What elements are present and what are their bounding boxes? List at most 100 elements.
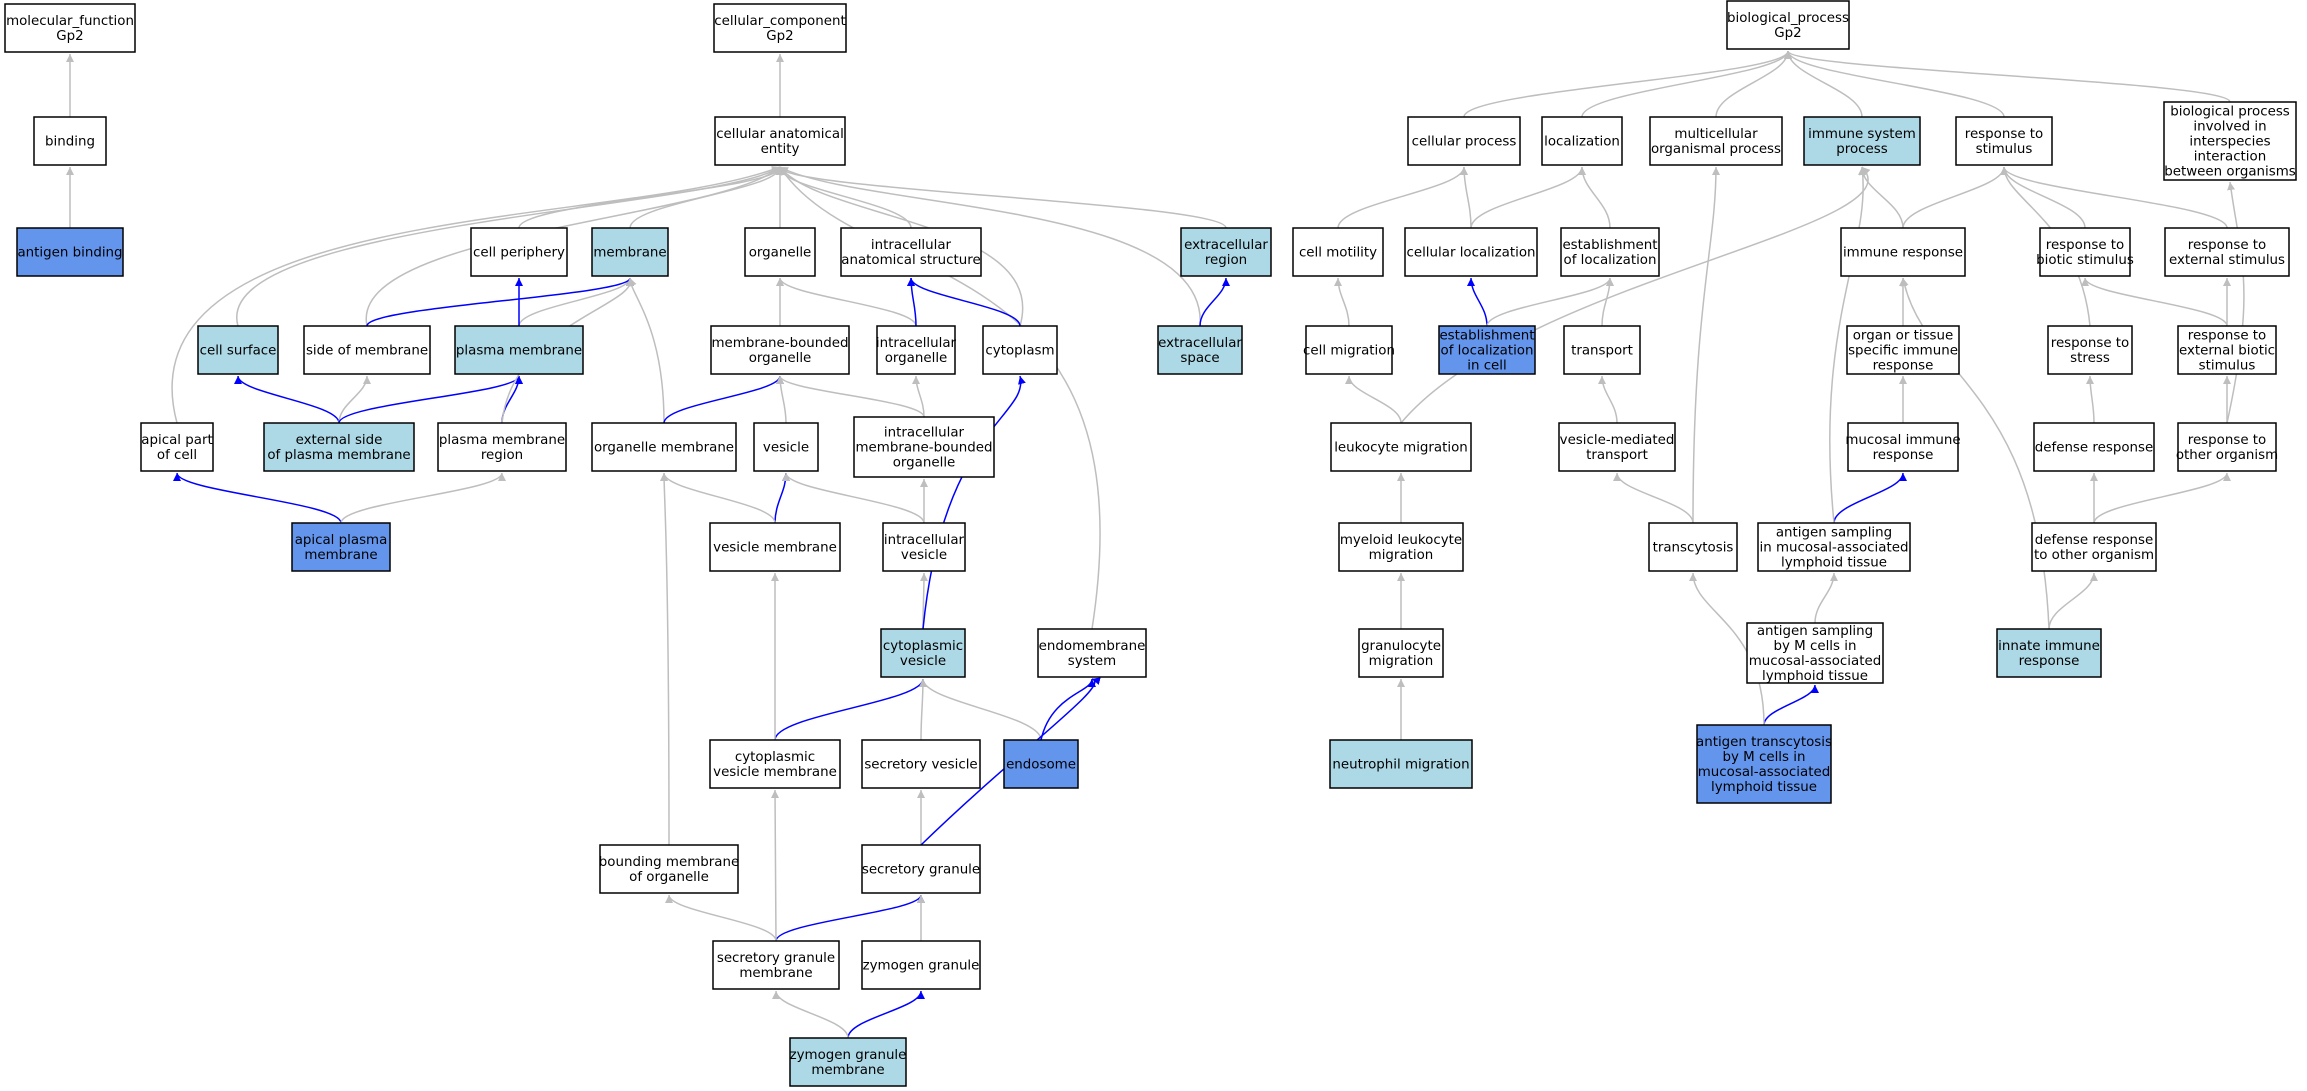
node-label: in mucosal-associated xyxy=(1760,541,1909,556)
node-cell-surface: cell surface xyxy=(197,325,279,375)
node-box xyxy=(789,1037,907,1087)
edge-sgm-to-cvm xyxy=(771,789,780,942)
node-box xyxy=(1358,628,1444,678)
node-label: interspecies xyxy=(2189,135,2270,150)
node-label: response xyxy=(1873,359,1934,374)
edge-leuk-mig-to-cell-migration xyxy=(1345,375,1402,424)
node-cell-periphery: cell periphery xyxy=(470,227,568,277)
node-label: binding xyxy=(45,135,95,150)
node-label: intracellular xyxy=(884,426,965,441)
node-box xyxy=(2039,227,2131,277)
node-box xyxy=(880,628,966,678)
edge-ves-membrane-to-vesicle xyxy=(774,472,790,524)
node-label: granulocyte xyxy=(1361,639,1441,654)
node-label: innate immune xyxy=(1998,639,2100,654)
node-box xyxy=(263,422,415,472)
edge-transport-to-est-loc xyxy=(1601,277,1614,327)
node-label: of localization xyxy=(1441,344,1534,359)
node-box xyxy=(861,844,981,894)
edge-cell-process-to-bp xyxy=(1463,50,1792,118)
node-label: entity xyxy=(761,142,800,157)
edge-intra-org-to-ias xyxy=(907,277,917,327)
node-label: response to xyxy=(1965,127,2044,142)
node-label: membrane-bounded xyxy=(712,336,849,351)
node-label: process xyxy=(1836,142,1887,157)
edge-cytoplasm-to-cae xyxy=(779,166,1024,327)
node-box xyxy=(1338,522,1464,572)
node-box xyxy=(753,422,819,472)
node-label: migration xyxy=(1369,548,1434,563)
node-box xyxy=(1438,325,1536,375)
edge-sec-gran-to-endomembrane xyxy=(920,677,1101,846)
node-label: response to xyxy=(2188,238,2267,253)
node-sec-gran: secretory granule xyxy=(861,844,981,894)
node-label: Gp2 xyxy=(56,29,83,44)
node-label: neutrophil migration xyxy=(1332,758,1469,773)
node-cell-process: cellular process xyxy=(1407,116,1521,166)
node-box xyxy=(710,325,850,375)
edge-atm-to-transcytosis xyxy=(1689,572,1765,726)
node-label: organelle xyxy=(749,246,812,261)
node-label: region xyxy=(481,448,523,463)
node-box xyxy=(2177,325,2277,375)
edge-elc-to-cell-loc xyxy=(1467,277,1488,327)
edge-imbo-to-mbo xyxy=(776,375,925,418)
node-transcytosis: transcytosis xyxy=(1648,522,1738,572)
node-box xyxy=(1292,227,1384,277)
node-box xyxy=(2031,522,2157,572)
edge-endosome-to-cyto-ves xyxy=(919,678,1042,741)
node-label: response xyxy=(1873,448,1934,463)
node-label: plasma membrane xyxy=(456,344,582,359)
node-box xyxy=(2033,422,2155,472)
node-label: antigen sampling xyxy=(1757,624,1873,639)
edge-intra-ves-to-vesicle xyxy=(782,472,925,524)
node-label: migration xyxy=(1369,654,1434,669)
node-label: secretory granule xyxy=(862,863,980,878)
node-label: cytoplasm xyxy=(985,344,1054,359)
edge-immune-resp-to-rts xyxy=(1902,166,2008,229)
node-label: of plasma membrane xyxy=(267,448,410,463)
node-label: membrane-bounded xyxy=(856,441,993,456)
node-label: bounding membrane xyxy=(599,855,739,870)
edge-transcytosis-to-vmt xyxy=(1613,472,1694,524)
node-label: establishment xyxy=(1439,329,1534,344)
edge-vmt-to-transport xyxy=(1598,375,1618,424)
node-box xyxy=(1329,739,1473,789)
node-box xyxy=(1558,422,1676,472)
node-binding: binding xyxy=(33,116,107,166)
node-side-membrane: side of membrane xyxy=(303,325,431,375)
node-label: interaction xyxy=(2194,150,2266,165)
node-box xyxy=(1541,116,1623,166)
node-box xyxy=(982,325,1058,375)
node-label: membrane xyxy=(739,966,812,981)
node-label: organelle membrane xyxy=(594,441,734,456)
edge-endomembrane-to-cae xyxy=(779,166,1101,630)
node-box xyxy=(303,325,431,375)
node-label: lymphoid tissue xyxy=(1762,669,1868,684)
node-label: biological process xyxy=(2170,105,2290,120)
node-label: cell migration xyxy=(1303,344,1395,359)
node-box xyxy=(1803,116,1921,166)
node-label: cellular anatomical xyxy=(716,127,844,142)
node-label: external biotic xyxy=(2179,344,2275,359)
node-label: leukocyte migration xyxy=(1334,441,1468,456)
node-membrane: membrane xyxy=(591,227,669,277)
node-label: of localization xyxy=(1564,253,1657,268)
edge-est-loc-to-localization xyxy=(1578,166,1611,229)
node-label: involved in xyxy=(2193,120,2266,135)
node-box xyxy=(1746,622,1884,684)
